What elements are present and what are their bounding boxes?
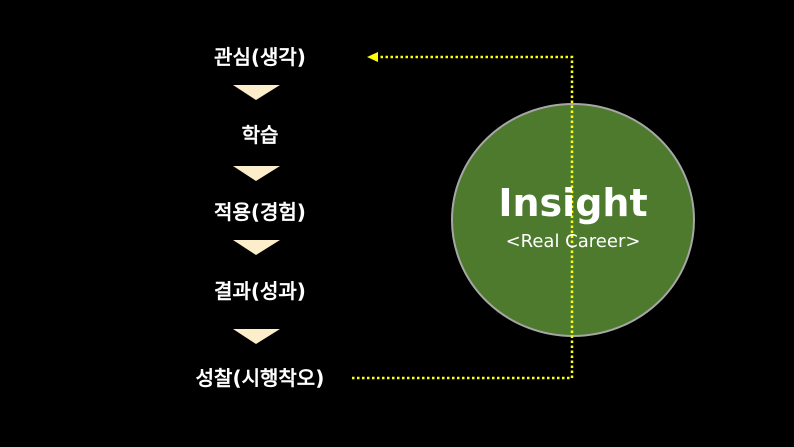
feedback-loop-line <box>352 55 574 380</box>
down-arrow-4 <box>233 329 280 344</box>
insight-subtitle: <Real Career> <box>505 231 641 252</box>
down-arrow-3 <box>233 240 280 255</box>
insight-title: Insight <box>498 181 648 225</box>
feedback-arrowhead <box>367 52 378 62</box>
down-arrow-1 <box>233 85 280 100</box>
down-arrow-2 <box>233 166 280 181</box>
step-application: 적용(경험) <box>214 200 306 224</box>
step-interest: 관심(생각) <box>214 45 306 69</box>
step-result: 결과(성과) <box>214 279 306 303</box>
step-reflection: 성찰(시행착오) <box>195 366 325 390</box>
step-learning: 학습 <box>241 123 279 147</box>
